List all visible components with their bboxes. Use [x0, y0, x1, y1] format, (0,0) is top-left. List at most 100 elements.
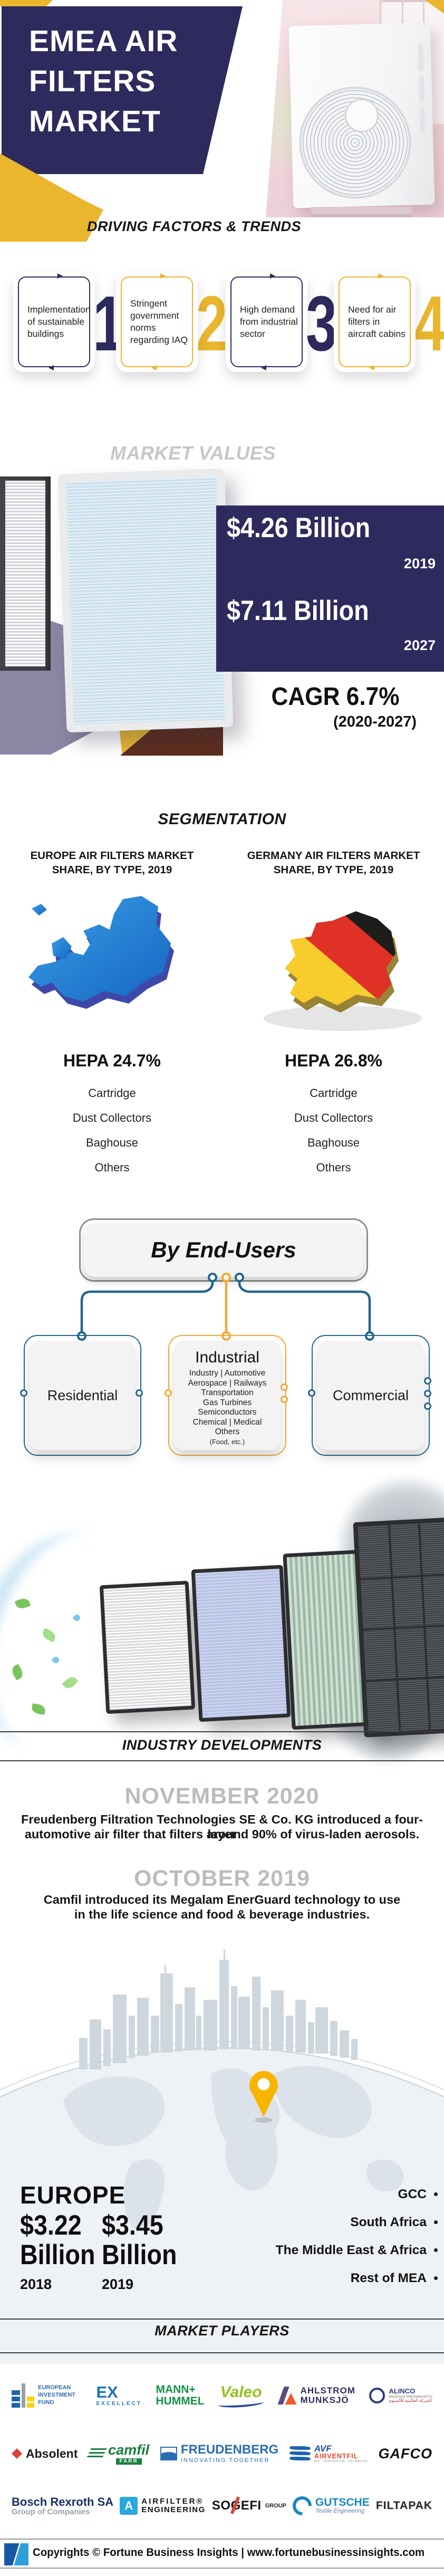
list-item: Dust Collectors — [294, 1111, 373, 1124]
ac-unit-photo — [266, 0, 444, 217]
list-item: Cartridge — [88, 1086, 136, 1100]
filter-panel-blue — [191, 1564, 291, 1722]
big-number-4: 4 — [414, 280, 444, 367]
europe-hepa-share: HEPA 24.7% — [63, 1051, 161, 1070]
stat-value: $3.22 — [20, 2210, 82, 2241]
airfilter-mark-icon: A — [120, 2497, 138, 2515]
connector-node — [281, 1396, 288, 1403]
air-filter-panel-front — [57, 468, 234, 733]
sub-item: Semiconductors — [198, 1408, 257, 1417]
list-item: Baghouse — [85, 1136, 139, 1149]
bullet-dot — [434, 2192, 438, 2196]
sub-item: Transportation — [201, 1388, 254, 1397]
logo-text: FILTAPAK — [375, 2499, 432, 2512]
logo-text: AIRFILTER® — [141, 2497, 204, 2506]
connector-node — [136, 1389, 143, 1397]
event-text: in the life science and food & beverage … — [74, 1907, 370, 1921]
logo-text: ALINCO — [389, 2387, 416, 2396]
driving-factor-card-4: Need for air filters in aircraft cabins — [334, 272, 416, 372]
filter-panel-white — [99, 1580, 196, 1714]
segmentation-title: SEGMENTATION — [158, 810, 286, 828]
driving-factor-card-2: Stringent government norms regarding IAQ — [116, 272, 198, 372]
absolent-diamond-icon — [12, 2448, 22, 2459]
card-label: Industrial — [195, 1349, 259, 1366]
filter-panel-dark-grid — [353, 1517, 444, 1738]
market-year-2027: 2027 — [403, 637, 436, 653]
list-item: Baghouse — [307, 1136, 360, 1149]
big-number-3: 3 — [306, 280, 337, 367]
heading-line: SHARE, BY TYPE, 2019 — [52, 864, 172, 876]
mea-item: Rest of MEA — [243, 2264, 438, 2292]
bullet-dot — [434, 2276, 438, 2280]
event-date-oct-2019: OCTOBER 2019 — [134, 1866, 310, 1891]
market-values-title: MARKET VALUES — [110, 442, 276, 464]
logo-text: EX — [96, 2383, 118, 2402]
sogefi-wordmark: SOGEFI — [212, 2496, 262, 2514]
sub-item: Aerospace | Railways — [188, 1378, 267, 1388]
mounting-bracket — [311, 207, 411, 214]
sub-item: Chemical | Medical — [192, 1417, 262, 1427]
logo-gafco: GAFCO — [378, 2446, 432, 2462]
logo-text: camfil — [108, 2441, 150, 2458]
europe-map-graphic — [28, 896, 174, 1009]
europe-type-list: Cartridge Dust Collectors Baghouse Other… — [8, 1081, 216, 1180]
region-label: EUROPE — [20, 2181, 126, 2209]
divider-line — [0, 2352, 444, 2353]
mea-label: GCC — [398, 2187, 427, 2201]
stat-year: 2018 — [20, 2276, 52, 2292]
event-text: automotive air filter that filters aroun… — [24, 1827, 420, 1841]
sub-item: (Food, etc.) — [209, 1437, 245, 1446]
alinco-ring-icon — [369, 2388, 385, 2403]
card-arrow-border — [339, 273, 411, 370]
eif-mark-icon — [12, 2383, 34, 2408]
list-item: Dust Collectors — [72, 1111, 152, 1124]
yellow-accent-top-left — [0, 0, 53, 6]
air-filter-panel-back — [0, 476, 51, 671]
page-title-line: MARKET — [29, 104, 161, 138]
big-number-2: 2 — [196, 280, 227, 367]
industry-developments-title: INDUSTRY DEVELOPMENTS — [122, 1737, 322, 1753]
sub-item: Industry | Automotive — [189, 1369, 266, 1378]
card-label: Residential — [47, 1387, 118, 1403]
mea-region-list: GCC South Africa The Middle East & Afric… — [243, 2180, 438, 2292]
card-label: Commercial — [332, 1387, 409, 1403]
logo-filtapak: FILTAPAK — [376, 2499, 432, 2512]
connector-node — [20, 1389, 27, 1397]
players-row-2: Absolent camfil FARR FREUDENBERG INNOVAT… — [12, 2435, 432, 2473]
card-arrow-border — [121, 273, 193, 370]
list-item: Others — [316, 1161, 351, 1174]
connector-node — [424, 1403, 431, 1410]
germany-column-heading: GERMANY AIR FILTERS MARKET SHARE, BY TYP… — [229, 848, 438, 877]
event-text: Camfil introduced its Megalam EnerGuard … — [43, 1893, 401, 1906]
logo-subtext: GROUP — [265, 2503, 286, 2509]
logo-valeo: Valeo — [218, 2384, 264, 2409]
logo-ahlstrom-munksjo: AHLSTROM MUNKSJÖ — [277, 2386, 355, 2405]
by-end-users-title: By End-Users — [151, 1237, 296, 1262]
logo-subtext: Group of Companies — [12, 2507, 90, 2516]
sub-item: Others — [215, 1427, 240, 1436]
stat-unit: Billion — [20, 2239, 95, 2270]
driving-factor-text: Need for air filters in aircraft cabins — [348, 304, 406, 339]
event-date-nov-2020: NOVEMBER 2020 — [124, 1783, 320, 1809]
germany-type-list: Cartridge Dust Collectors Baghouse Other… — [229, 1081, 438, 1180]
logo-avf-airventfil: AVF AIRVENTFIL AIR · VENTILATION · FILTR… — [289, 2444, 368, 2464]
logo-text: MANN+ — [156, 2383, 196, 2396]
gutsche-mark-icon — [288, 2492, 316, 2520]
avf-waves-icon — [289, 2446, 311, 2461]
event-text: Freudenberg Filtration Technologies SE &… — [21, 1812, 423, 1841]
logo-caption: EUROPEAN INVESTMENT FUND — [38, 2384, 75, 2406]
freudenberg-flag-icon — [160, 2446, 177, 2460]
logo-sogefi: SOGEFI GROUP — [212, 2496, 286, 2514]
logo-camfil-farr: camfil FARR — [86, 2441, 150, 2465]
market-year-2019: 2019 — [403, 556, 436, 571]
copyright-text: Copyrights © Fortune Business Insights |… — [33, 2546, 425, 2559]
logo-text: ENGINEERING — [141, 2505, 206, 2514]
card-arrow-border — [18, 273, 90, 370]
heading-line: EUROPE AIR FILTERS MARKET — [30, 850, 194, 862]
players-row-1: EUROPEAN INVESTMENT FUND EX EXCELLECT MA… — [12, 2370, 432, 2421]
mea-item: South Africa — [243, 2208, 438, 2236]
logo-text: MUNKSJÖ — [300, 2395, 349, 2405]
connector-node — [308, 1389, 315, 1397]
page-title-line: EMEA AIR — [29, 24, 178, 58]
